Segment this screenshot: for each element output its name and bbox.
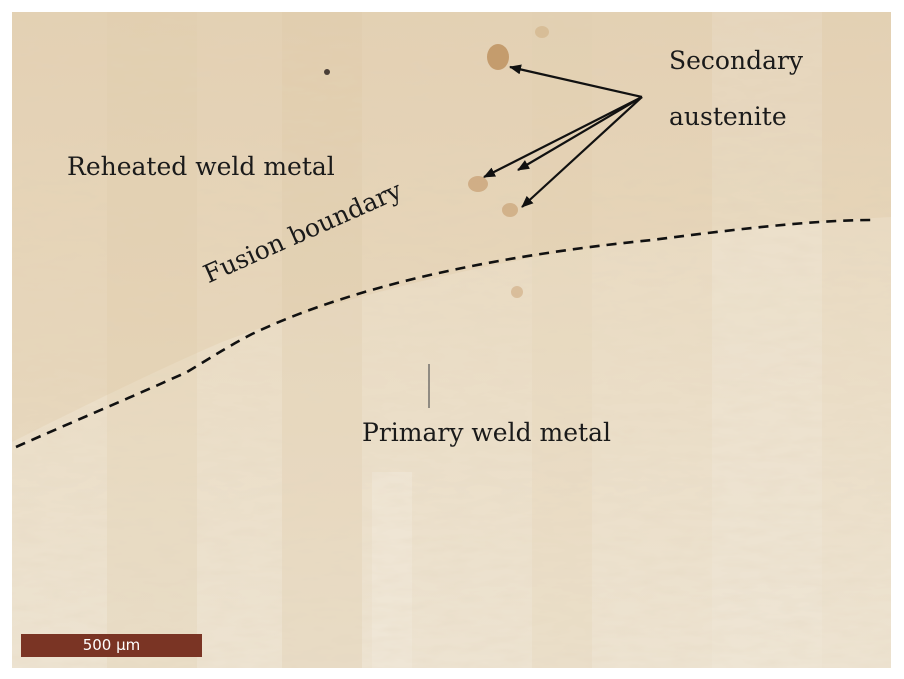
secondary-austenite-label-line1: Secondary — [669, 46, 804, 75]
arrow-3 — [517, 96, 643, 171]
primary-weld-metal-label: Primary weld metal — [362, 418, 611, 447]
fusion-boundary-line — [15, 218, 873, 449]
secondary-austenite-arrows — [483, 64, 643, 208]
secondary-austenite-label-line2: austenite — [669, 102, 787, 131]
arrow-1 — [509, 64, 643, 99]
arrow-4 — [521, 96, 643, 208]
arrow-2 — [483, 96, 643, 178]
scale-bar: 500 μm — [21, 634, 202, 657]
micrograph-texture — [12, 12, 891, 668]
reheated-weld-metal-label: Reheated weld metal — [67, 152, 335, 181]
micrograph-image: Reheated weld metal Secondary austenite … — [12, 12, 891, 668]
annotation-overlay — [15, 64, 873, 449]
